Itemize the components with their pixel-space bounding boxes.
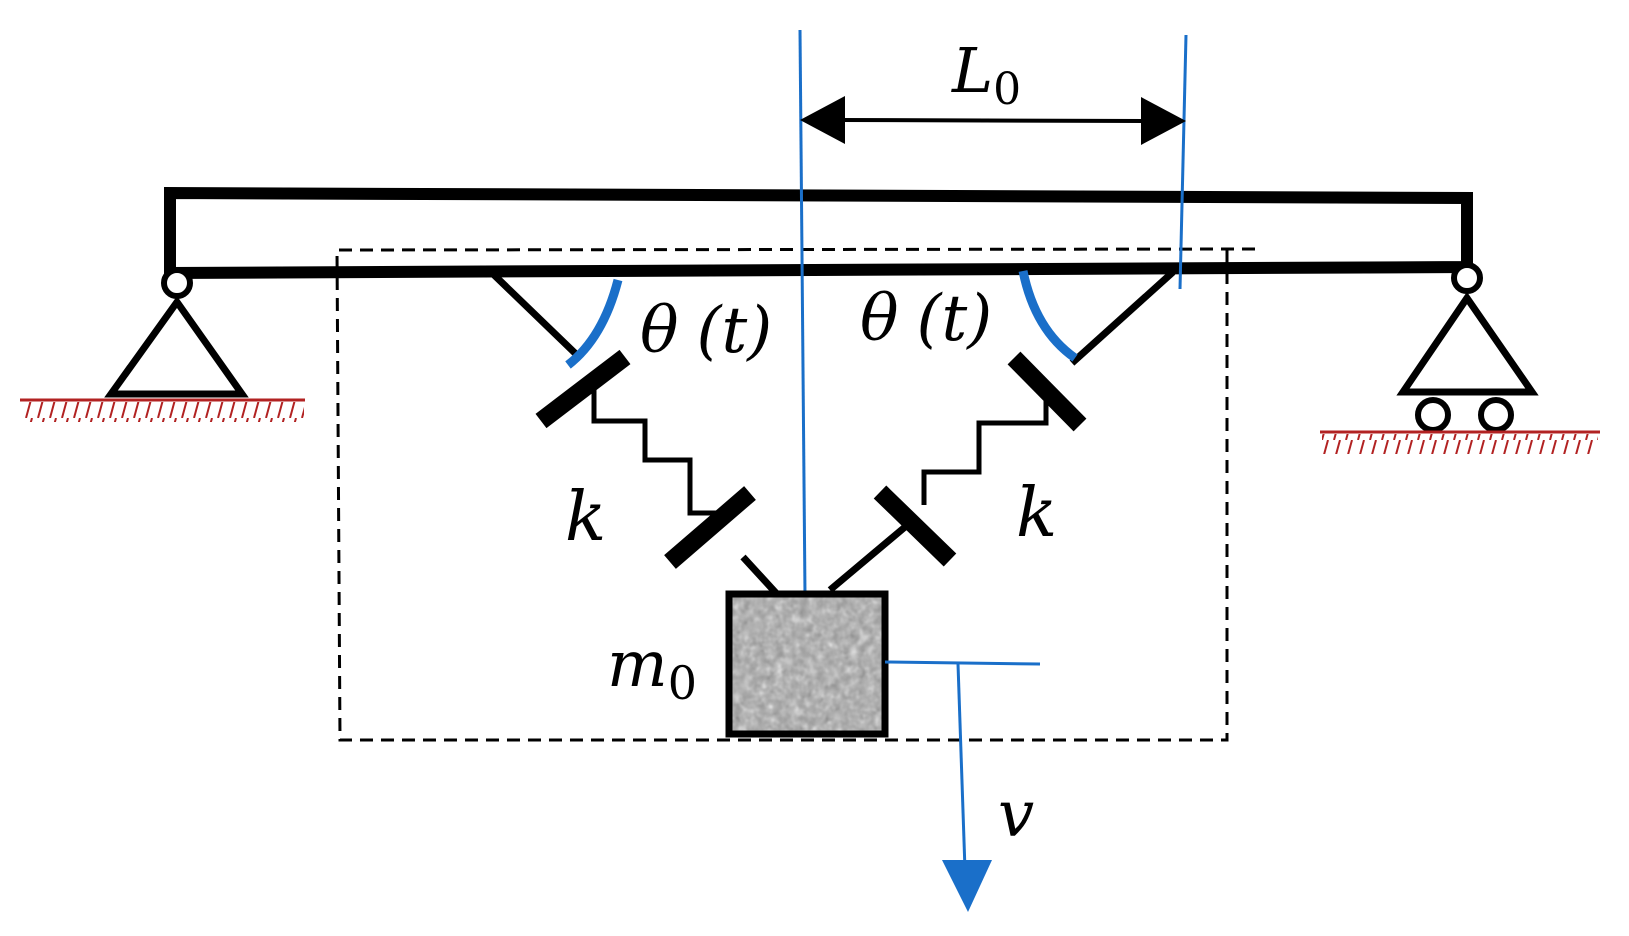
mass-block — [725, 590, 889, 738]
velocity-arrow — [884, 660, 1041, 912]
left-reference-line — [798, 29, 807, 596]
right-roller-support — [1396, 262, 1539, 433]
spring-right-label: k — [1016, 474, 1057, 553]
theta-left-arc — [565, 278, 623, 369]
theta-right-arc — [1018, 270, 1078, 362]
spring-left-label: k — [565, 478, 606, 557]
right-ground — [1320, 430, 1600, 454]
right-link-spring — [827, 269, 1176, 593]
right-reference-line — [1178, 34, 1188, 290]
mass-label: m0 — [607, 628, 697, 710]
velocity-label: v — [998, 778, 1034, 852]
beam — [164, 186, 1473, 280]
left-link-spring — [489, 270, 779, 596]
span-dimension-arrow — [800, 96, 1186, 145]
span-label: L0 — [951, 34, 1021, 115]
left-ground — [20, 398, 305, 422]
subsystem-boundary — [335, 247, 1256, 742]
theta-left-label: θ(t) — [640, 294, 772, 368]
left-pin-support — [104, 267, 249, 398]
theta-right-label: θ(t) — [860, 282, 992, 356]
